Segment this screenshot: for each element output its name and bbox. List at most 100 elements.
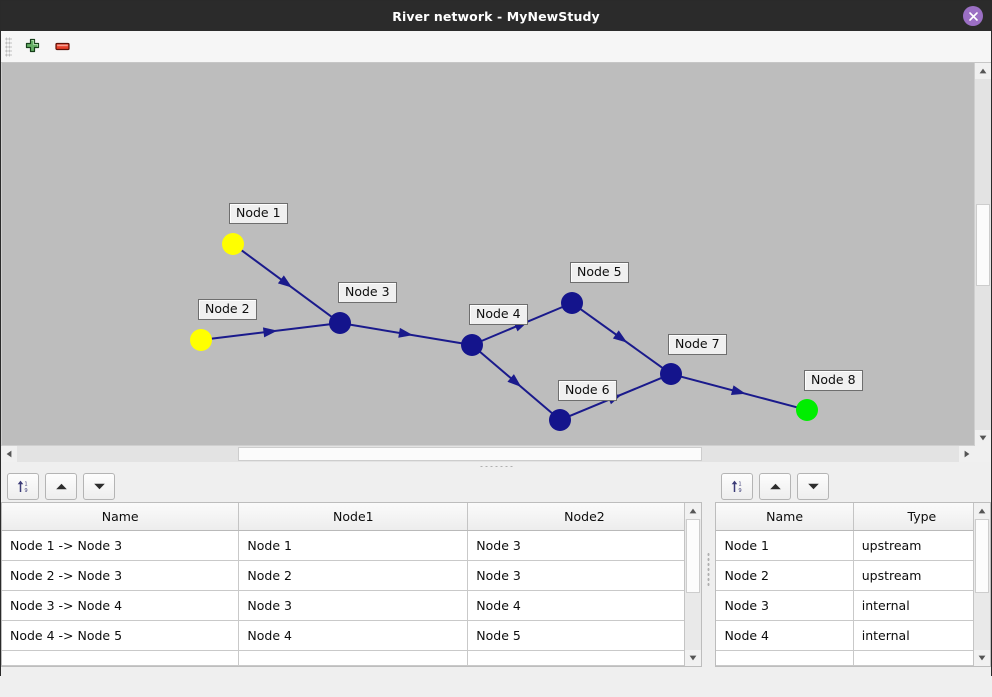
table-cell[interactable]: Node 4 -> Node 5 [2,620,240,651]
graph-node[interactable] [222,233,244,255]
node-table-scroll-down-button[interactable] [974,650,990,666]
graph-edge-arrow [507,374,522,388]
table-cell[interactable] [853,650,990,666]
table-cell[interactable]: Node 3 [467,560,701,591]
branch-sort-button[interactable]: 1 9 [7,472,39,500]
window-title: River network - MyNewStudy [392,8,600,24]
table-cell[interactable] [716,650,854,666]
table-cell[interactable]: Node 2 -> Node 3 [2,560,240,591]
graph-hscroll-thumb[interactable] [238,447,702,461]
branch-table-scroll-down-button[interactable] [684,650,701,666]
graph-node[interactable] [660,363,682,385]
chevron-down-icon [979,435,987,441]
column-header-type[interactable]: Type [853,503,990,531]
graph-horizontal-scrollbar[interactable] [1,445,975,462]
move-down-icon [93,483,105,489]
svg-text:9: 9 [738,488,741,494]
table-row-empty[interactable] [716,650,990,666]
table-cell[interactable]: Node 3 [238,590,469,621]
table-cell[interactable]: Node 3 -> Node 4 [2,590,240,621]
graph-vscroll-track[interactable] [975,79,991,430]
table-cell[interactable]: Node 2 [716,560,854,591]
close-window-button[interactable] [963,6,983,26]
graph-node[interactable] [796,399,818,421]
branch-move-down-button[interactable] [83,472,115,500]
node-table-scroll-up-button[interactable] [974,503,990,519]
branch-table-scrollbar[interactable] [683,503,701,666]
table-cell[interactable]: internal [853,590,990,621]
graph-node-label[interactable]: Node 8 [804,370,863,391]
table-cell[interactable]: upstream [853,560,990,591]
table-cell[interactable]: Node 3 [716,590,854,621]
table-cell[interactable]: Node 3 [467,530,701,561]
graph-node-label[interactable]: Node 6 [558,380,617,401]
graph-node-label[interactable]: Node 5 [570,262,629,283]
graph-scroll-down-button[interactable] [975,430,991,446]
node-move-down-button[interactable] [797,472,830,500]
node-table-scrollbar[interactable] [973,503,990,666]
table-cell[interactable]: Node 5 [467,620,701,651]
graph-node-label[interactable]: Node 4 [469,304,528,325]
column-header-name[interactable]: Name [2,503,240,531]
table-cell[interactable]: Node 4 [716,620,854,651]
graph-node[interactable] [329,312,351,334]
table-cell[interactable] [467,650,701,666]
graph-node[interactable] [561,292,583,314]
branch-panel-toolbar: 1 9 [1,470,702,502]
graph-scroll-left-button[interactable] [1,446,17,462]
graph-node[interactable] [549,409,571,431]
node-move-up-button[interactable] [759,472,792,500]
table-cell[interactable]: Node 1 [716,530,854,561]
river-network-graph-panel: Node 1 Node 2 Node 3 Node 4 Node 5 Node 6 Node… [1,63,991,462]
table-cell[interactable]: Node 2 [238,560,469,591]
node-sort-button[interactable]: 1 9 [721,472,754,500]
graph-node-label[interactable]: Node 3 [338,282,397,303]
table-cell[interactable] [2,650,240,666]
move-up-icon [770,483,781,489]
table-cell[interactable] [238,650,469,666]
branch-move-up-button[interactable] [45,472,77,500]
table-cell[interactable]: Node 1 -> Node 3 [2,530,240,561]
toolbar-drag-handle[interactable] [5,36,12,57]
add-node-button[interactable] [17,33,47,61]
table-cell[interactable]: upstream [853,530,990,561]
graph-node-label[interactable]: Node 2 [198,299,257,320]
table-cell[interactable]: Node 4 [238,620,469,651]
column-header-name[interactable]: Name [716,503,854,531]
graph-vscroll-thumb[interactable] [976,204,990,286]
column-header-node2[interactable]: Node2 [467,503,701,531]
graph-vertical-scrollbar[interactable] [974,63,991,446]
delete-node-button[interactable] [47,33,77,61]
table-row-empty[interactable] [2,650,701,666]
graph-node[interactable] [461,334,483,356]
graph-node[interactable] [190,329,212,351]
branch-table-scroll-thumb[interactable] [685,519,700,593]
table-cell[interactable]: Node 4 [467,590,701,621]
graph-scroll-right-button[interactable] [959,446,975,462]
column-header-node1[interactable]: Node1 [238,503,469,531]
graph-node-label[interactable]: Node 1 [229,203,288,224]
graph-node-label[interactable]: Node 7 [668,334,727,355]
svg-text:1: 1 [738,481,741,487]
table-cell[interactable]: internal [853,620,990,651]
graph-scroll-up-button[interactable] [975,63,991,79]
horizontal-splitter[interactable] [1,462,991,470]
table-cell[interactable]: Node 1 [238,530,469,561]
node-table-scroll-thumb[interactable] [975,519,989,593]
branch-table-scroll-up-button[interactable] [684,503,701,519]
vertical-splitter[interactable] [701,470,716,667]
svg-text:9: 9 [24,488,27,494]
graph-canvas[interactable]: Node 1 Node 2 Node 3 Node 4 Node 5 Node 6 Node… [1,63,975,462]
